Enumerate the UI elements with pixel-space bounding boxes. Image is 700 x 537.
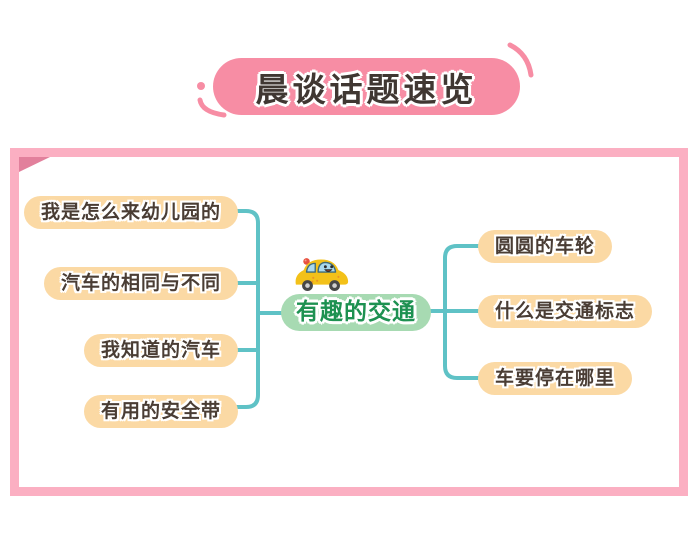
header-banner: 晨谈话题速览: [213, 58, 520, 115]
banner-dot-decoration: [197, 82, 205, 90]
branch-node-left-3: 我知道的汽车: [83, 334, 238, 367]
branch-node-left-2: 汽车的相同与不同: [43, 267, 238, 300]
folded-corner-decoration: [19, 157, 50, 172]
banner-swoosh-right: [507, 42, 534, 78]
branch-node-right-1: 圆圆的车轮: [478, 230, 613, 263]
page-title: 晨谈话题速览: [255, 69, 478, 109]
center-node: 有趣的交通: [281, 294, 431, 331]
car-icon: [295, 258, 349, 292]
branch-node-left-4: 有用的安全带: [83, 395, 238, 428]
branch-node-left-1: 我是怎么来幼儿园的: [23, 196, 238, 229]
branch-node-right-2: 什么是交通标志: [478, 295, 653, 328]
banner-swoosh-left: [197, 97, 227, 118]
branch-node-right-3: 车要停在哪里: [478, 362, 633, 395]
